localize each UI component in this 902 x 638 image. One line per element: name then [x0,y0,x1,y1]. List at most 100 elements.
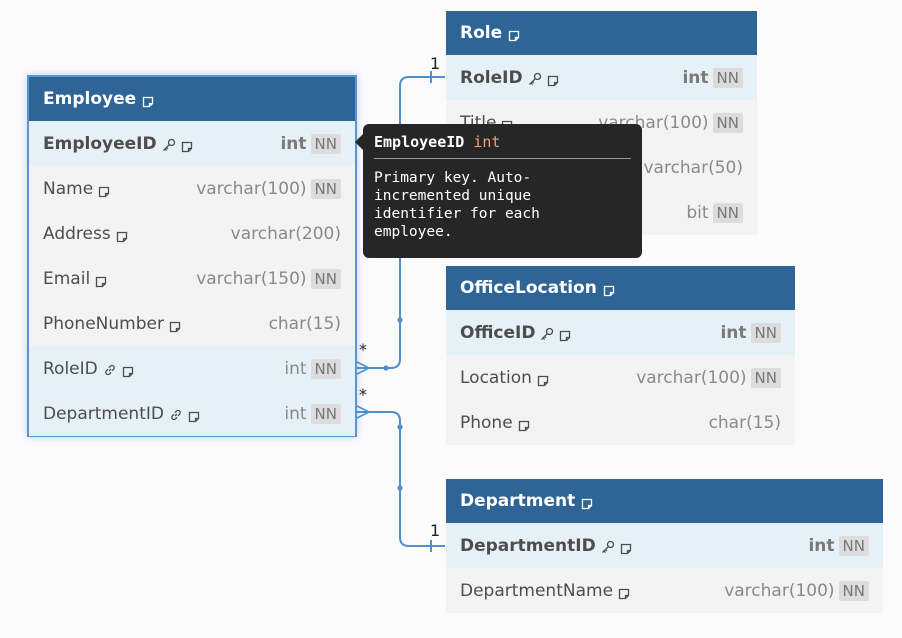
key-icon [540,326,554,340]
note-icon [116,228,128,242]
not-null-badge: NN [838,580,869,601]
field-type: int [284,403,307,424]
field-name: DepartmentName [460,580,614,601]
field-type: varchar(50) [643,157,743,178]
field-name: EmployeeID [43,133,157,154]
many-marker-department [356,405,371,419]
cardinality-many-department: * [359,385,367,404]
note-icon [603,282,615,297]
cardinality-one-role: 1 [430,54,441,73]
table-title: Role [460,23,503,43]
field-name-cell: PhoneNumber [43,314,269,334]
not-null-badge: NN [310,133,341,154]
field-row[interactable]: Location varchar(100)NN [446,355,795,400]
edge-employee-department [357,411,445,547]
field-name-cell: OfficeID [460,323,720,343]
note-icon [547,72,559,86]
note-icon [508,27,520,42]
table-header[interactable]: Role [446,11,757,55]
field-type: int [280,133,307,154]
tooltip-field-name: EmployeeID [374,133,465,151]
note-icon [581,495,593,510]
key-icon [528,71,542,85]
field-type: varchar(100) [636,367,747,388]
field-name: PhoneNumber [43,313,164,334]
field-name: RoleID [43,358,98,379]
not-null-badge: NN [838,535,869,556]
field-name: OfficeID [460,322,536,343]
not-null-badge: NN [712,112,743,133]
note-icon [618,585,630,599]
note-icon [95,273,107,287]
field-type: bit [686,202,709,223]
note-icon [122,363,134,377]
note-icon [188,408,200,422]
field-type: varchar(100) [196,178,307,199]
table-header[interactable]: Department [446,479,883,523]
field-name-cell: RoleID [460,68,682,88]
note-icon [620,540,632,554]
field-name-cell: RoleID [43,359,284,379]
note-icon [98,183,110,197]
not-null-badge: NN [310,403,341,424]
field-name: Name [43,178,94,199]
many-marker-role [356,361,371,375]
field-type: int [720,322,747,343]
note-icon [559,327,571,341]
field-name: Phone [460,412,513,433]
field-name-cell: Phone [460,413,709,433]
field-type: varchar(200) [230,223,341,244]
note-icon [537,372,549,386]
field-name-cell: DepartmentID [43,404,284,424]
tooltip-arrow [355,133,364,151]
tooltip-note: Primary key. Auto- incremented unique id… [374,170,540,240]
not-null-badge: NN [310,268,341,289]
note-icon [169,318,181,332]
field-name-cell: DepartmentName [460,581,724,601]
field-name: RoleID [460,67,523,88]
table-header[interactable]: OfficeLocation [446,266,795,310]
field-name-cell: DepartmentID [460,536,808,556]
table-header[interactable]: Employee [29,77,355,121]
field-name: Email [43,268,91,289]
field-name-cell: Address [43,224,231,244]
field-type: int [808,535,835,556]
field-name-cell: Email [43,269,196,289]
table-title: Department [460,491,576,511]
not-null-badge: NN [310,358,341,379]
field-name: DepartmentID [460,535,596,556]
field-type: int [284,358,307,379]
field-type: int [682,67,709,88]
table-title: Employee [43,89,137,109]
field-row[interactable]: PhoneNumber char(15) [29,301,355,346]
table-title: OfficeLocation [460,278,597,298]
not-null-badge: NN [310,178,341,199]
not-null-badge: NN [750,367,781,388]
field-row[interactable]: Name varchar(100)NN [29,166,355,211]
field-tooltip: EmployeeID int Primary key. Auto- increm… [363,124,642,258]
cardinality-many-role: * [359,340,367,359]
field-name: DepartmentID [43,403,164,424]
not-null-badge: NN [712,202,743,223]
note-icon [518,417,530,431]
cardinality-one-department: 1 [430,521,441,540]
field-name: Location [460,367,532,388]
field-type: char(15) [268,313,341,334]
note-icon [142,93,154,108]
not-null-badge: NN [712,67,743,88]
link-icon [103,362,117,376]
